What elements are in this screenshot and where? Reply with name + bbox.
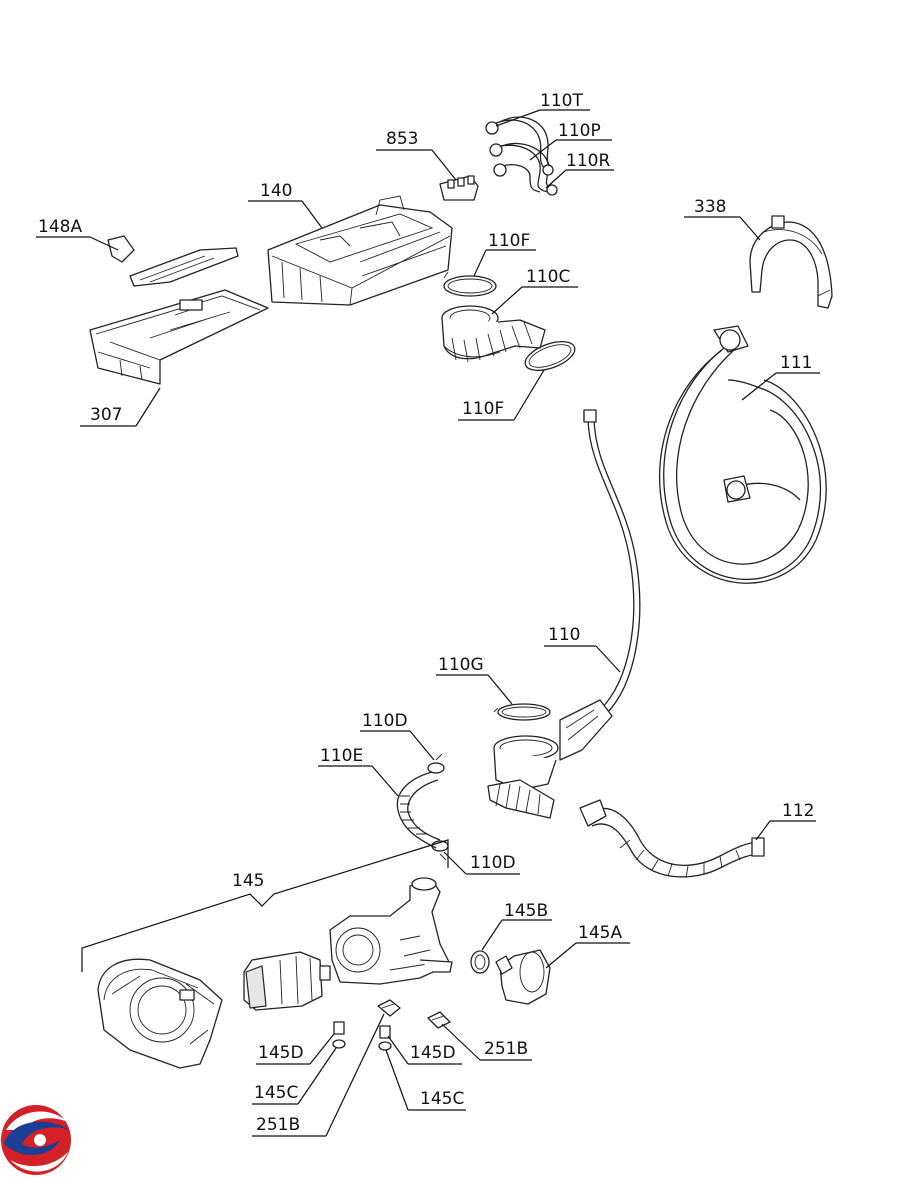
callout-251b-left: 251B xyxy=(252,1013,385,1137)
callout-110g: 110G xyxy=(436,655,513,705)
part-853-valve-connector xyxy=(439,175,479,201)
logo-center xyxy=(34,1134,46,1146)
callout-145c-left: 145C xyxy=(252,1047,337,1105)
callout-140: 140 xyxy=(248,181,323,229)
callout-110c: 110C xyxy=(491,267,578,315)
part-110f-bottom-clamp xyxy=(524,340,576,372)
callout-145a: 145A xyxy=(545,923,630,969)
svg-text:148A: 148A xyxy=(38,217,82,237)
callout-145b: 145B xyxy=(481,901,552,951)
svg-text:110F: 110F xyxy=(462,399,504,419)
svg-text:145: 145 xyxy=(232,871,264,891)
callout-251b-right: 251B xyxy=(441,1023,532,1061)
callout-110: 110 xyxy=(544,625,621,673)
callout-145c-right: 145C xyxy=(385,1049,466,1111)
part-112-drain-hose xyxy=(579,799,765,879)
svg-text:110C: 110C xyxy=(526,267,570,287)
svg-text:145D: 145D xyxy=(410,1043,456,1063)
svg-text:110D: 110D xyxy=(470,853,516,873)
part-145b-o-ring xyxy=(470,950,490,974)
svg-text:251B: 251B xyxy=(484,1039,528,1059)
svg-text:110P: 110P xyxy=(558,121,601,141)
part-110c-bellow xyxy=(441,305,546,363)
callout-853: 853 xyxy=(376,129,457,181)
svg-text:110F: 110F xyxy=(488,231,530,251)
svg-text:110E: 110E xyxy=(320,746,363,766)
callout-111: 111 xyxy=(741,353,820,401)
callout-112: 112 xyxy=(755,801,816,841)
callout-338: 338 xyxy=(684,197,761,241)
part-111-inlet-hose xyxy=(658,325,827,584)
svg-text:110D: 110D xyxy=(362,711,408,731)
part-110f-top-clamp xyxy=(443,271,497,297)
part-110-drain-pipe xyxy=(487,409,641,819)
callout-145: 145 xyxy=(232,871,264,891)
svg-text:145A: 145A xyxy=(578,923,622,943)
part-251b-clip-left xyxy=(377,999,401,1017)
part-307-detergent-drawer xyxy=(89,289,269,385)
svg-text:853: 853 xyxy=(386,129,418,149)
svg-text:110: 110 xyxy=(548,625,580,645)
part-148a-drawer-cover xyxy=(107,235,239,287)
part-338-hose-bracket xyxy=(749,215,833,309)
part-140-dispenser-housing xyxy=(267,195,453,306)
svg-text:338: 338 xyxy=(694,197,726,217)
callout-145d-left: 145D xyxy=(256,1033,335,1065)
callout-110r: 110R xyxy=(545,151,614,189)
svg-text:110R: 110R xyxy=(566,151,610,171)
svg-text:145C: 145C xyxy=(254,1083,298,1103)
callout-110f-bottom: 110F xyxy=(458,369,545,421)
part-145-pump-cover xyxy=(97,958,223,1069)
callout-110p: 110P xyxy=(529,121,612,161)
svg-text:145B: 145B xyxy=(504,901,548,921)
part-110g-clamp xyxy=(493,703,551,721)
svg-text:110T: 110T xyxy=(540,91,583,111)
svg-text:307: 307 xyxy=(90,405,122,425)
logo-wave-blue xyxy=(4,1121,70,1156)
callout-145d-right: 145D xyxy=(387,1035,462,1065)
part-145-pump-body xyxy=(329,877,453,985)
callout-110d-bottom: 110D xyxy=(443,851,520,875)
callout-307: 307 xyxy=(80,387,161,427)
svg-text:140: 140 xyxy=(260,181,292,201)
brand-logo xyxy=(1,1105,71,1175)
svg-text:110G: 110G xyxy=(438,655,484,675)
callout-148a: 148A xyxy=(36,217,119,251)
svg-text:112: 112 xyxy=(782,801,814,821)
part-145-group-bracket xyxy=(81,839,449,972)
logo-wave-bottom xyxy=(10,1152,68,1172)
svg-text:111: 111 xyxy=(780,353,812,373)
part-145d-145c-right xyxy=(378,1025,392,1051)
callout-110t: 110T xyxy=(495,91,590,127)
callout-110d-top: 110D xyxy=(360,711,435,761)
part-251b-clip-right xyxy=(427,1011,451,1029)
callout-110e: 110E xyxy=(318,746,399,797)
part-145a-motor xyxy=(495,949,551,1005)
part-145-filter xyxy=(243,951,331,1011)
part-110e-sump-hose xyxy=(396,753,449,861)
callout-110f-top: 110F xyxy=(473,231,536,277)
svg-text:251B: 251B xyxy=(256,1115,300,1135)
part-110t-110p-110r-inlet-hoses xyxy=(485,116,558,196)
part-145d-145c-left xyxy=(332,1021,346,1049)
svg-text:145D: 145D xyxy=(258,1043,304,1063)
svg-text:145C: 145C xyxy=(420,1089,464,1109)
